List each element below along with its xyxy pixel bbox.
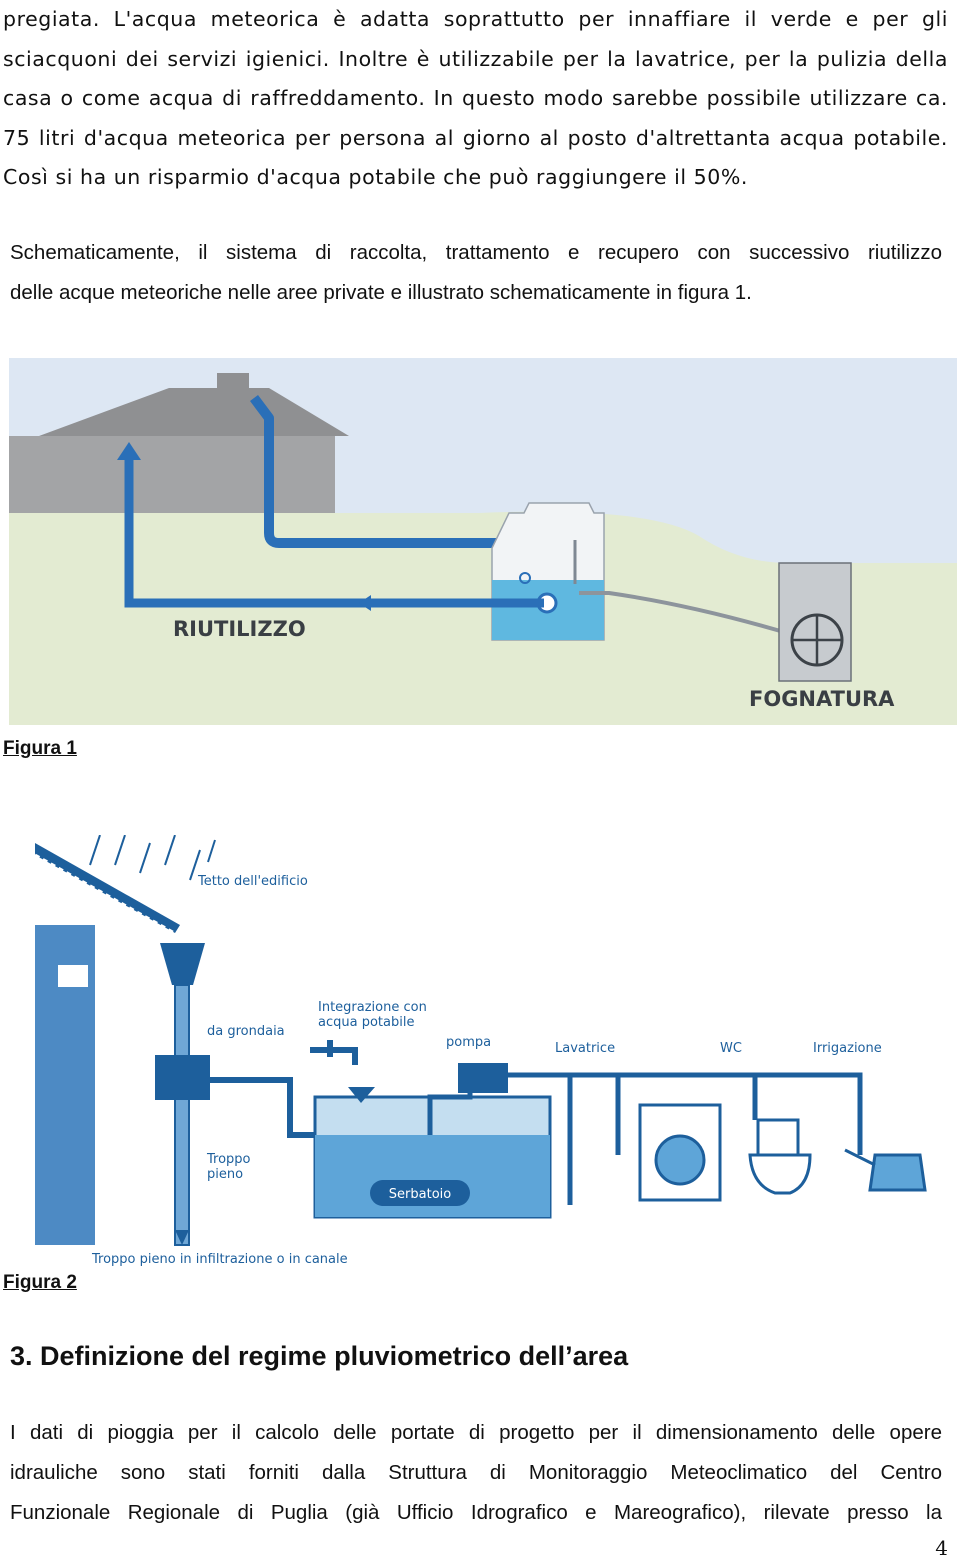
ground <box>9 511 957 725</box>
section-line: I dati di pioggia per il calcolo delle p… <box>10 1421 942 1444</box>
downpipe <box>174 984 190 1246</box>
supply-pipe <box>427 1072 863 1205</box>
figure-2-diagram: Serbatoio Tetto dell'edificio da grondai… <box>34 835 927 1267</box>
label-integration-1: Integrazione con <box>318 1000 427 1015</box>
schema-paragraph: Schematicamente, il sistema di raccolta,… <box>10 233 942 313</box>
section-paragraph: I dati di pioggia per il calcolo delle p… <box>10 1413 942 1533</box>
label-overflow-1: Troppo <box>206 1152 251 1167</box>
label-fognatura: FOGNATURA <box>749 687 895 711</box>
schema-line: delle acque meteoriche nelle aree privat… <box>10 281 752 304</box>
label-overflow-2: pieno <box>207 1167 243 1182</box>
label-overflow-bottom: Troppo pieno in infiltrazione o in canal… <box>91 1252 348 1267</box>
figure-1-caption: Figura 1 <box>3 738 77 759</box>
section-line: Funzionale Regionale di Puglia (già Uffi… <box>10 1501 942 1524</box>
overflow-pipe <box>579 591 805 640</box>
cistern <box>491 502 605 641</box>
label-integration-2: acqua potabile <box>318 1015 414 1030</box>
label-washer: Lavatrice <box>555 1041 615 1056</box>
label-serbatoio: Serbatoio <box>389 1187 451 1202</box>
figure-2-caption: Figura 2 <box>3 1272 77 1293</box>
figure-1-diagram: RIUTILIZZO FOGNATURA <box>9 358 957 725</box>
intro-paragraph: pregiata. L'acqua meteorica è adatta sop… <box>3 0 948 198</box>
reuse-pipe <box>124 453 544 608</box>
reuse-arrow-left <box>359 595 371 611</box>
label-pump: pompa <box>446 1035 491 1050</box>
rain-lines <box>89 835 216 881</box>
section-line: idrauliche sono stati forniti dalla Stru… <box>10 1461 942 1484</box>
intro-line: 75 litri d'acqua meteorica per persona a… <box>3 125 948 150</box>
intro-line: sciacquoni dei servizi igienici. Inoltre… <box>3 46 948 71</box>
gutter-funnel <box>160 943 205 985</box>
label-gutter: da grondaia <box>207 1024 285 1039</box>
page-number: 4 <box>935 1536 948 1560</box>
washing-machine <box>638 1103 722 1202</box>
schema-line: Schematicamente, il sistema di raccolta,… <box>10 241 942 264</box>
label-riutilizzo: RIUTILIZZO <box>173 617 306 641</box>
reuse-arrow-up <box>117 442 141 460</box>
section-heading: 3. Definizione del regime pluviometrico … <box>10 1341 629 1371</box>
pump-icon <box>458 1063 508 1093</box>
watering-can <box>844 1148 927 1192</box>
intro-line: pregiata. L'acqua meteorica è adatta sop… <box>3 7 948 31</box>
label-irrigation: Irrigazione <box>813 1041 882 1056</box>
tank: Serbatoio <box>313 1095 552 1219</box>
tap-icon <box>310 1040 358 1065</box>
intro-line: casa o come acqua di raffreddamento. In … <box>3 86 948 111</box>
toilet <box>748 1118 812 1195</box>
inlet-pipe <box>210 1077 335 1138</box>
label-roof: Tetto dell'edificio <box>197 874 308 889</box>
label-wc: WC <box>720 1041 742 1056</box>
intro-line: Così si ha un risparmio d'acqua potabile… <box>3 165 748 190</box>
rain-downpipe <box>250 395 554 563</box>
overflow-arrow <box>175 1230 189 1245</box>
roof <box>35 843 180 933</box>
sewer-manhole <box>778 562 852 682</box>
